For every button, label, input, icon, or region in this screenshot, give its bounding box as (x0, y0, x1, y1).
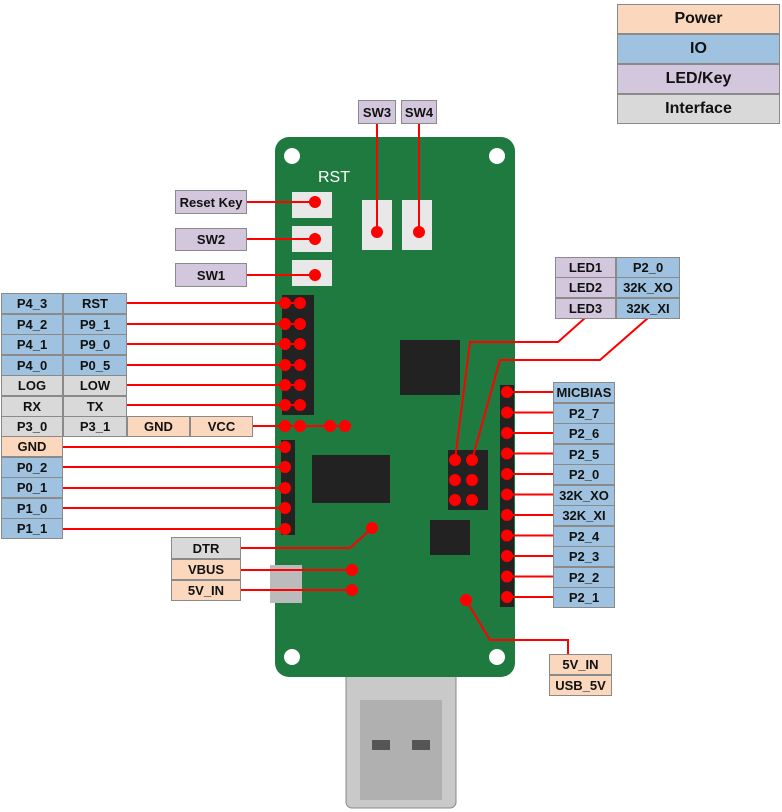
label-usba-5v-in: 5V_IN (549, 654, 612, 675)
pin-label: RX (1, 395, 63, 417)
pin-label: LOG (1, 375, 63, 396)
led-label: LED3 (555, 297, 616, 319)
label-5v-in: 5V_IN (171, 580, 241, 601)
pin-label: LOW (63, 375, 127, 396)
label-reset-key: Reset Key (175, 190, 247, 214)
label-sw3: SW3 (358, 100, 396, 124)
led-label: LED2 (555, 277, 616, 299)
pin-label: P3_0 (1, 416, 63, 437)
legend-interface: Interface (617, 94, 780, 124)
led-label: LED1 (555, 257, 616, 278)
pin-label: 32K_XI (553, 505, 615, 526)
pin-label: GND (127, 416, 190, 437)
legend-io: IO (617, 34, 780, 64)
pin-label: P2_1 (553, 587, 615, 608)
usb-uart-chip (312, 455, 390, 503)
svg-text:RST: RST (318, 169, 350, 186)
pin-label: P4_1 (1, 334, 63, 355)
pin-label: P9_0 (63, 334, 127, 355)
pin-label: P0_2 (1, 456, 63, 478)
pin-label: P2_6 (553, 423, 615, 444)
legend-power: Power (617, 4, 780, 34)
label-vbus: VBUS (171, 559, 241, 580)
pin-label: 32K_XO (553, 484, 615, 506)
pin-label: P1_0 (1, 497, 63, 519)
pin-label: VCC (190, 416, 253, 437)
pin-label: P0_5 (63, 354, 127, 376)
pin-label: P4_2 (1, 313, 63, 335)
pin-label: P4_3 (1, 293, 63, 314)
mcu-chip (400, 340, 460, 395)
pin-label: P3_1 (63, 416, 127, 437)
legend-led-key: LED/Key (617, 64, 780, 94)
label-usb-5v: USB_5V (549, 675, 612, 696)
pin-label: P1_1 (1, 518, 63, 539)
pin-label: MICBIAS (553, 382, 615, 403)
pin-label: TX (63, 395, 127, 417)
pin-label: GND (1, 436, 63, 457)
pin-label: P2_7 (553, 402, 615, 424)
label-sw2: SW2 (175, 228, 247, 251)
pin-label: 32K_XO (616, 277, 680, 299)
pin-label: P2_5 (553, 443, 615, 465)
pin-label: P2_2 (553, 566, 615, 588)
pin-label: RST (63, 293, 127, 314)
pin-label: P2_4 (553, 525, 615, 547)
pin-label: P0_1 (1, 477, 63, 498)
label-sw4: SW4 (401, 100, 437, 124)
label-dtr: DTR (171, 537, 241, 559)
pin-label: P2_0 (616, 257, 680, 278)
label-sw1: SW1 (175, 263, 247, 287)
pin-label: P4_0 (1, 354, 63, 376)
pin-label: P2_3 (553, 546, 615, 567)
pin-label: P2_0 (553, 464, 615, 485)
pin-label: P9_1 (63, 313, 127, 335)
pin-label: 32K_XI (616, 297, 680, 319)
